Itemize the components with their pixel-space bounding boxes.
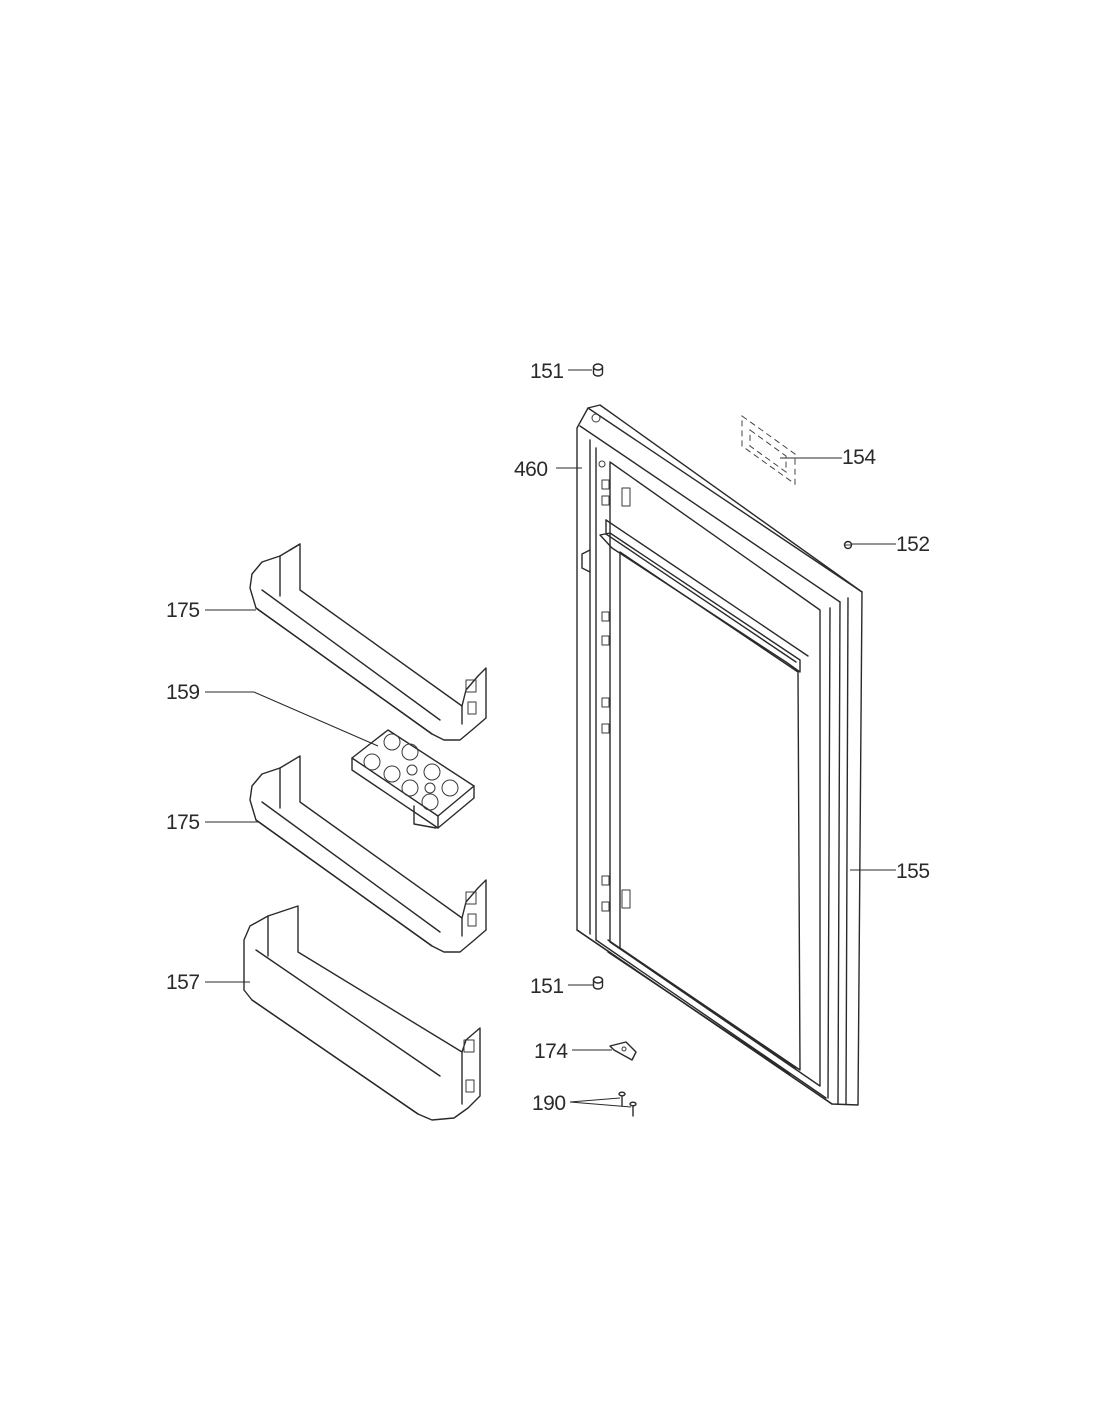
part-152-screw	[843, 540, 853, 550]
part-157-tall-door-bin	[243, 905, 481, 1121]
part-159-egg-tray	[351, 729, 475, 829]
callout-154: 154	[842, 446, 876, 469]
callout-175-lower: 175	[166, 811, 200, 834]
part-151-top-cap	[592, 363, 604, 377]
part-175-lower-door-bin	[249, 755, 487, 953]
part-174-hinge-bracket	[609, 1041, 637, 1061]
door-liner-assembly	[576, 404, 863, 1106]
callout-190: 190	[532, 1092, 566, 1115]
callout-155: 155	[896, 860, 930, 883]
part-154-label-plate	[741, 415, 796, 485]
part-175-upper-door-bin	[249, 543, 487, 741]
callout-174: 174	[534, 1040, 568, 1063]
part-190-screws	[618, 1091, 637, 1117]
leader-lines	[205, 369, 896, 1108]
callout-157: 157	[166, 971, 200, 994]
callout-460: 460	[514, 458, 548, 481]
callout-152: 152	[896, 533, 930, 556]
callout-151-bottom: 151	[530, 975, 564, 998]
part-151-bottom-cap	[592, 976, 604, 990]
callout-151-top: 151	[530, 360, 564, 383]
callout-159: 159	[166, 681, 200, 704]
callout-175-upper: 175	[166, 599, 200, 622]
